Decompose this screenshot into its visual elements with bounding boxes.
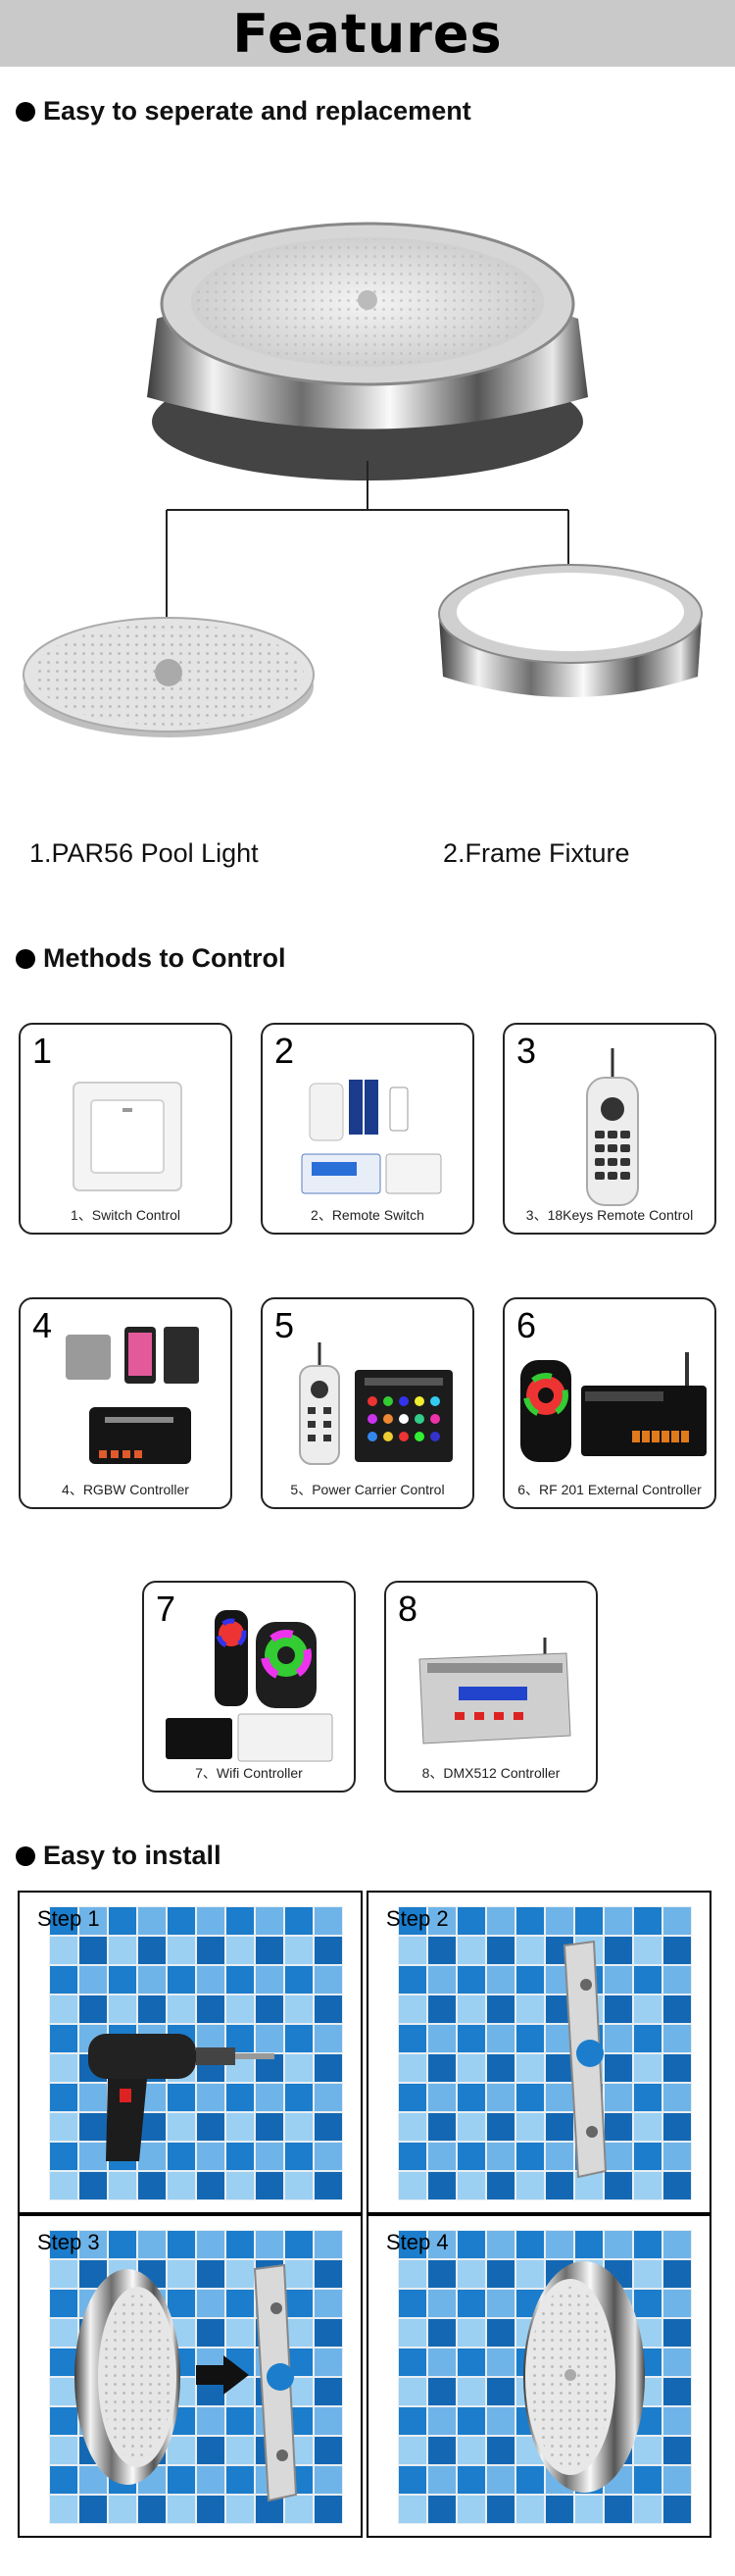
bracket-mount-illustration xyxy=(398,1906,692,2200)
control-card-remote-switch: 2 2、Remote Switch xyxy=(261,1023,474,1235)
section-install-title: Easy to install xyxy=(16,1841,221,1871)
pool-light-assembly-illustration xyxy=(23,222,703,737)
section-separate-title: Easy to seperate and replacement xyxy=(16,96,471,126)
arrow-right-icon xyxy=(196,2355,249,2395)
installed-light-illustration xyxy=(398,2230,692,2524)
control-card-power-carrier: 5 5、Power Carrier Control xyxy=(261,1297,474,1509)
bullet-icon xyxy=(16,1845,35,1866)
handheld-remote-icon xyxy=(586,1048,639,1206)
drill-icon xyxy=(88,2034,274,2161)
frame-fixture-image xyxy=(438,564,703,697)
caption-par56: 1.PAR56 Pool Light xyxy=(29,838,259,868)
control-card-dmx512: 8 8、DMX512 Controller xyxy=(384,1581,598,1793)
control-card-rf201: 6 6、RF 201 External Controller xyxy=(503,1297,716,1509)
install-step-3: Step 3 xyxy=(18,2214,363,2538)
control-card-wifi: 7 7、Wifi Controller xyxy=(142,1581,356,1793)
assembled-light-image xyxy=(147,222,588,480)
attach-light-illustration xyxy=(49,2230,343,2524)
control-card-switch: 1 1、Switch Control xyxy=(19,1023,232,1235)
wall-switch-icon xyxy=(73,1082,182,1191)
bullet-icon xyxy=(16,101,35,122)
install-step-1: Step 1 xyxy=(18,1891,363,2214)
page-title: Features xyxy=(232,2,503,65)
power-carrier-controller-icon xyxy=(299,1342,453,1465)
installed-light-icon xyxy=(523,2261,645,2493)
section-control-title: Methods to Control xyxy=(16,943,285,974)
wifi-controller-icon xyxy=(166,1610,333,1762)
light-fixture-icon xyxy=(74,2269,180,2485)
caption-frame-fixture: 2.Frame Fixture xyxy=(443,838,630,868)
features-banner: Features xyxy=(0,0,735,67)
dmx512-controller-icon xyxy=(418,1638,571,1744)
drill-wall-illustration xyxy=(49,1906,343,2200)
rf-external-controller-icon xyxy=(520,1352,707,1462)
bullet-icon xyxy=(16,948,35,969)
install-step-4: Step 4 xyxy=(367,2214,711,2538)
mounting-bracket-icon xyxy=(253,2263,298,2502)
remote-switch-icon xyxy=(301,1080,442,1194)
mounting-bracket-icon xyxy=(563,1940,608,2179)
rgbw-controller-icon xyxy=(66,1327,199,1464)
control-card-18keys-remote: 3 3、18Keys Remote Control xyxy=(503,1023,716,1235)
install-step-2: Step 2 xyxy=(367,1891,711,2214)
control-card-rgbw: 4 4、RGBW Controller xyxy=(19,1297,232,1509)
par56-lamp-image xyxy=(23,617,315,737)
